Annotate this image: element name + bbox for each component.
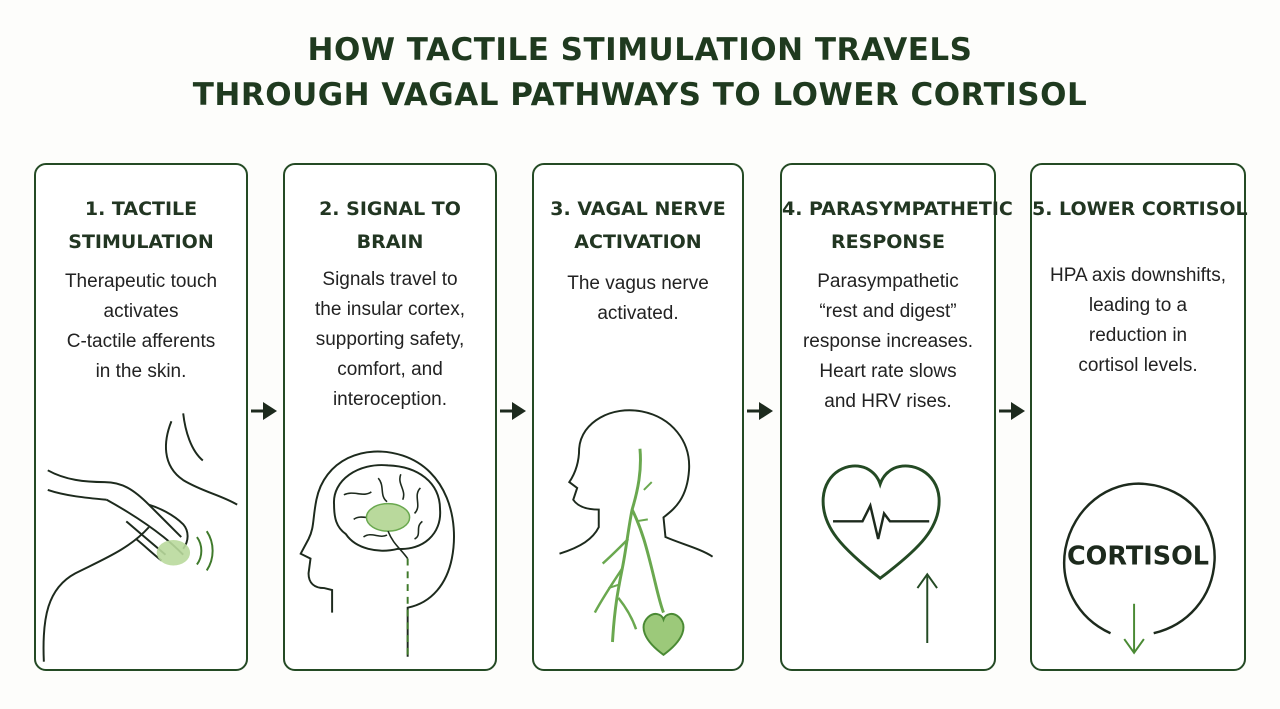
step-title-line: 2. SIGNAL TO	[319, 198, 461, 220]
step-title-line: 4. PARASYMPATHETIC	[782, 198, 1013, 220]
step-desc-line: Signals travel to	[322, 269, 458, 290]
step-desc-line: HPA axis downshifts,	[1049, 265, 1226, 286]
step-desc-line: “rest and digest”	[819, 301, 957, 322]
step-desc-line: and HRV rises.	[824, 391, 952, 412]
arrow-right-icon	[999, 402, 1025, 420]
step-desc-line: The vagus nerve	[567, 273, 709, 294]
step-desc-line: activates	[103, 301, 179, 322]
step-desc-line: interoception.	[332, 389, 448, 410]
step-desc-line: the insular cortex,	[315, 299, 465, 320]
step-desc-line: reduction in	[1088, 325, 1188, 346]
step-title: 1. TACTILE STIMULATION	[36, 193, 246, 259]
step-description: The vagus nerve activated.	[540, 269, 736, 329]
vagus-nerve-icon	[559, 409, 714, 656]
page-title: HOW TACTILE STIMULATION TRAVELS THROUGH …	[0, 28, 1280, 118]
step-card-tactile-stimulation: 1. TACTILE STIMULATION Therapeutic touch…	[34, 163, 248, 671]
step-card-lower-cortisol: 5. LOWER CORTISOL HPA axis downshifts, l…	[1030, 163, 1248, 671]
step-desc-line: in the skin.	[95, 361, 187, 382]
step-description: Therapeutic touch activates C-tactile af…	[42, 267, 240, 387]
title-line-1: HOW TACTILE STIMULATION TRAVELS	[307, 32, 973, 68]
step-title: 2. SIGNAL TO BRAIN	[285, 193, 495, 259]
step-title-line: 1. TACTILE	[84, 198, 198, 220]
step-card-parasympathetic-response: 4. PARASYMPATHETIC RESPONSE Parasympathe…	[780, 163, 1013, 671]
step-description: Signals travel to the insular cortex, su…	[291, 265, 489, 415]
heartbeat-icon	[821, 464, 941, 644]
step-title-line: ACTIVATION	[574, 231, 702, 253]
title-line-2: THROUGH VAGAL PATHWAYS TO LOWER CORTISOL	[192, 77, 1088, 113]
arrow-right-icon	[747, 402, 773, 420]
step-desc-line: supporting safety,	[315, 329, 465, 350]
arrow-right-icon	[251, 402, 277, 420]
step-desc-line: activated.	[597, 303, 679, 324]
step-desc-line: Heart rate slows	[819, 361, 957, 382]
step-title-line: 5. LOWER CORTISOL	[1032, 198, 1248, 220]
step-title: 4. PARASYMPATHETIC RESPONSE	[782, 193, 1013, 259]
step-card-signal-to-brain: 2. SIGNAL TO BRAIN Signals travel to the…	[283, 163, 497, 671]
step-desc-line: leading to a	[1088, 295, 1188, 316]
step-title: 5. LOWER CORTISOL	[1032, 193, 1248, 226]
brain-head-icon	[299, 450, 455, 657]
step-desc-line: cortisol levels.	[1078, 355, 1198, 376]
arrow-right-icon	[500, 402, 526, 420]
hand-on-shoulder-icon	[42, 413, 238, 662]
step-description: HPA axis downshifts, leading to a reduct…	[1038, 261, 1238, 381]
step-desc-line: C-tactile afferents	[66, 331, 216, 352]
cortisol-down-icon: CORTISOL	[1063, 482, 1216, 655]
step-title-line: STIMULATION	[68, 231, 214, 253]
step-title-line: RESPONSE	[831, 231, 945, 253]
step-card-vagal-activation: 3. VAGAL NERVE ACTIVATION The vagus nerv…	[532, 163, 744, 671]
step-desc-line: response increases.	[802, 331, 974, 352]
step-title: 3. VAGAL NERVE ACTIVATION	[534, 193, 742, 259]
step-desc-line: comfort, and	[337, 359, 443, 380]
step-title-line: BRAIN	[356, 231, 424, 253]
step-title-line: 3. VAGAL NERVE	[550, 198, 726, 220]
step-description: Parasympathetic “rest and digest” respon…	[788, 267, 988, 417]
step-desc-line: Therapeutic touch	[64, 271, 218, 292]
cortisol-badge: CORTISOL	[1067, 542, 1209, 572]
step-desc-line: Parasympathetic	[817, 271, 959, 292]
